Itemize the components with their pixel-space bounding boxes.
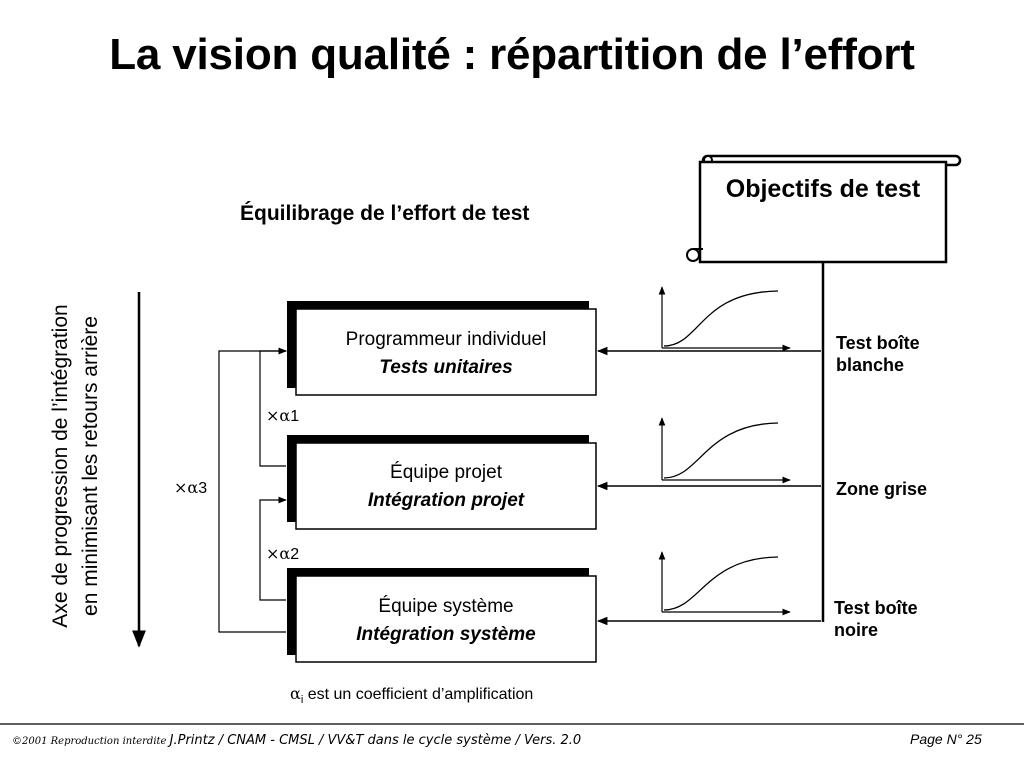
footer-copyright: ©2001 Reproduction interdite [12, 736, 170, 747]
box-project-integration [287, 435, 597, 530]
mini-curve-chart-2 [658, 417, 791, 484]
coefficient-alpha2: ×α2 [266, 544, 300, 563]
footer: ©2001 Reproduction interdite J.Printz / … [0, 729, 1024, 753]
footer-page-number: Page N° 25 [910, 731, 982, 747]
diagram-subtitle: Équilibrage de l’effort de test [240, 202, 530, 225]
feedback-arrow-alpha2 [259, 496, 287, 601]
label-grey-zone: Zone grise [836, 479, 928, 499]
objectives-scroll [686, 154, 962, 264]
box-system-integration-text: Équipe système Intégration système [356, 596, 536, 645]
mini-curve-chart-1 [658, 286, 791, 352]
alpha-note: αi est un coefficient d’amplification [290, 684, 534, 707]
mini-curve-chart-3 [658, 551, 791, 616]
vertical-axis-label: Axe de progression de l’intégration en m… [49, 304, 102, 628]
label-white-box-test: Test boîte blanche [836, 333, 920, 375]
feedback-arrow-alpha3 [218, 347, 287, 633]
slide-title: La vision qualité : répartition de l’eff… [109, 30, 915, 79]
label-black-box-test: Test boîte noire [834, 598, 918, 640]
box-unit-tests-text: Programmeur individuel Tests unitaires [345, 329, 547, 378]
box-project-integration-text: Équipe projet Intégration projet [367, 462, 525, 511]
box-unit-tests [287, 301, 597, 396]
coefficient-alpha3: ×α3 [174, 478, 208, 497]
coefficient-alpha1: ×α1 [266, 406, 300, 425]
footer-author: J.Printz / CNAM - CMSL / VV&T dans le cy… [169, 733, 582, 748]
objectives-label: Objectifs de test [725, 175, 921, 203]
box-system-integration [287, 568, 597, 663]
